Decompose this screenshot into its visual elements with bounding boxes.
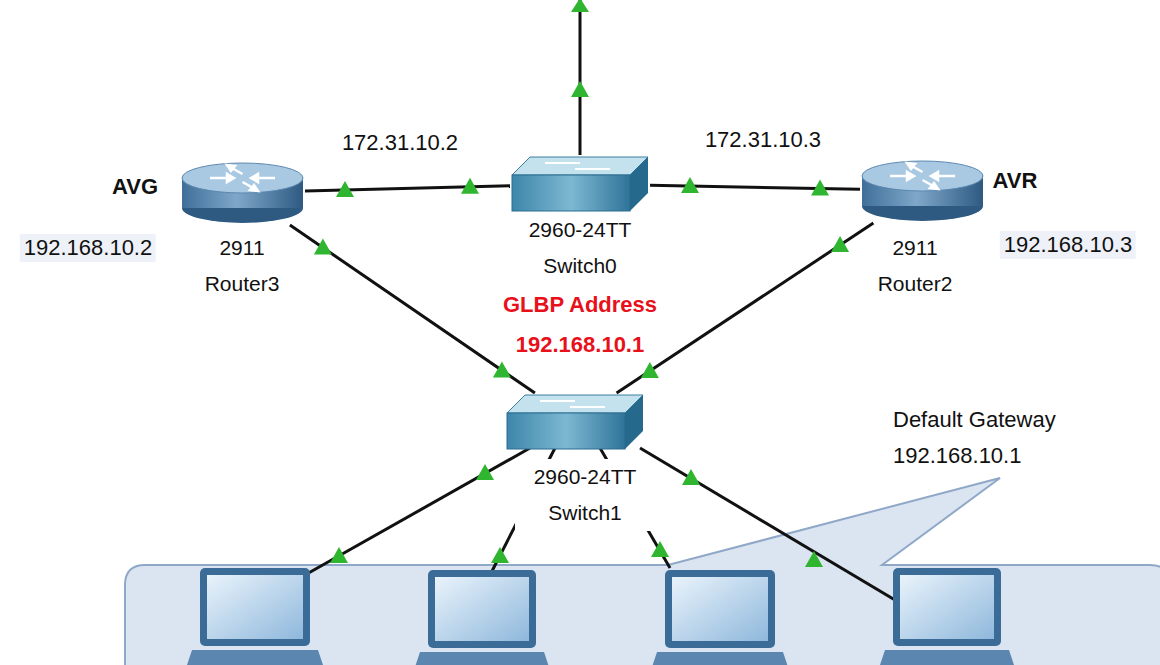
ip-address: 172.31.10.2	[342, 129, 458, 157]
link-light	[831, 236, 849, 252]
uplink-wire	[579, 0, 582, 155]
device-label: 2911 Router3	[192, 230, 292, 302]
text-holder: 2960-24TT Switch1	[515, 459, 655, 531]
link-light	[641, 362, 659, 378]
link-light	[314, 239, 332, 255]
ip-address: 172.31.10.3	[705, 126, 821, 154]
device-label: 2960-24TT Switch0	[510, 212, 650, 284]
link-light	[461, 178, 479, 194]
link-light	[336, 181, 354, 197]
role-label: AVR	[993, 166, 1038, 196]
text-holder: AVR	[993, 166, 1038, 196]
network-link	[305, 186, 510, 191]
network-link	[650, 185, 860, 189]
access-wires	[305, 448, 895, 600]
label-holder: 192.168.10.1	[893, 442, 1021, 470]
text-holder: AVG	[112, 172, 158, 202]
device-label: 2911 Router2	[865, 230, 965, 302]
role-label: AVG	[112, 172, 158, 202]
device-label: 2960-24TT Switch1	[515, 459, 655, 531]
glbp-title: GLBP Address	[499, 291, 661, 319]
link-light	[493, 361, 511, 377]
label-holder: 192.168.10.2	[20, 234, 156, 262]
label-holder: 172.31.10.3	[705, 126, 821, 154]
network-device: AVR2911 Router2	[860, 158, 985, 223]
link-light	[681, 177, 699, 193]
label-holder: Default Gateway	[893, 406, 1056, 434]
callout-text: 192.168.10.1	[893, 442, 1021, 470]
label-holder: 172.31.10.2	[342, 129, 458, 157]
switch-icon	[510, 155, 650, 213]
ip-address: 192.168.10.2	[20, 234, 156, 262]
text-holder: 2911 Router3	[192, 230, 292, 302]
text-holder: 2960-24TT Switch0	[510, 212, 650, 284]
router-icon	[180, 160, 305, 225]
laptop-icons	[186, 568, 1015, 665]
network-device: 2960-24TT Switch1	[505, 393, 645, 448]
router-icon	[860, 158, 985, 223]
glbp-address: 192.168.10.1	[512, 331, 648, 359]
network-device: AVG2911 Router3	[180, 160, 305, 225]
text-holder: 2911 Router2	[865, 230, 965, 302]
ip-address: 192.168.10.3	[1000, 231, 1136, 259]
switch-icon	[505, 393, 645, 451]
link-light	[811, 180, 829, 196]
label-holder: 192.168.10.3	[1000, 231, 1136, 259]
link-light	[571, 81, 589, 97]
callout-text: Default Gateway	[893, 406, 1056, 434]
label-holder: GLBP Address	[499, 291, 661, 319]
label-holder: 192.168.10.1	[512, 331, 648, 359]
network-device: 2960-24TT Switch0	[510, 155, 650, 213]
link-light	[571, 0, 589, 12]
